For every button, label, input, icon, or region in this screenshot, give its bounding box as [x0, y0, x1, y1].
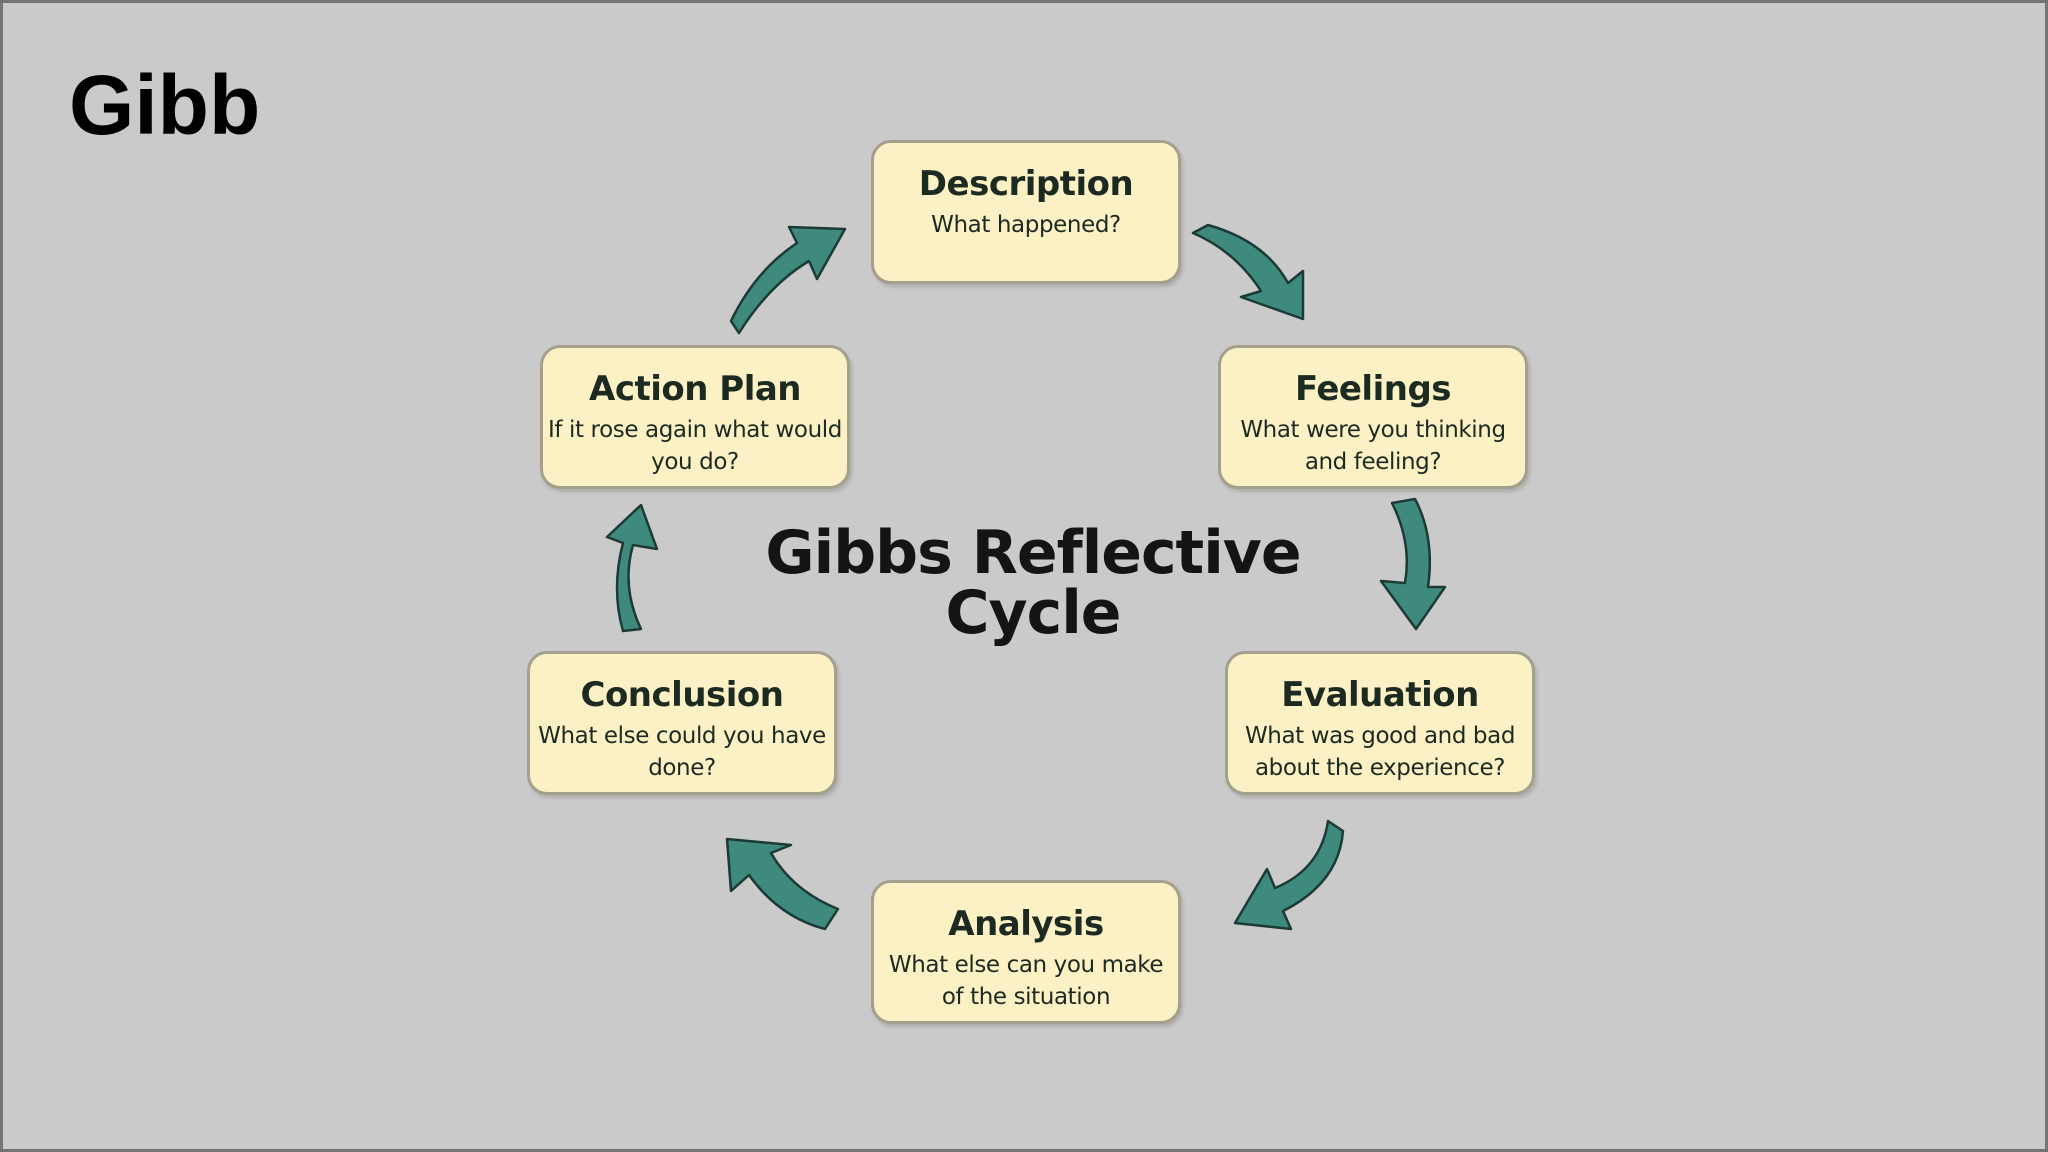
stage-evaluation-box: Evaluation What was good and bad about t…: [1225, 651, 1535, 795]
stage-analysis-box: Analysis What else can you make of the s…: [871, 880, 1181, 1024]
stage-analysis-question: What else can you make of the situation: [888, 952, 1164, 1010]
cycle-title: Gibbs Reflective Cycle: [765, 518, 1301, 648]
stage-conclusion-name: Conclusion: [580, 675, 784, 715]
stage-evaluation-question: What was good and bad about the experien…: [1244, 723, 1516, 781]
stage-feelings-question: What were you thinking and feeling?: [1240, 417, 1506, 475]
arrow-analysis-to-conclusion: [725, 837, 840, 931]
stage-action-plan-question: If it rose again what would you do?: [548, 417, 842, 475]
stage-description-name: Description: [918, 164, 1134, 204]
stage-feelings-name: Feelings: [1294, 369, 1452, 409]
stage-conclusion-box: Conclusion What else could you have done…: [527, 651, 837, 795]
stage-feelings-box: Feelings What were you thinking and feel…: [1218, 345, 1528, 489]
stage-description-box: Description What happened?: [871, 140, 1181, 284]
stage-conclusion-question: What else could you have done?: [538, 723, 826, 781]
gibbs-cycle-diagram: Gibbs Reflective Cycle Description What …: [3, 3, 2048, 1152]
stage-analysis-name: Analysis: [948, 904, 1104, 944]
arrow-conclusion-to-action-plan: [605, 503, 659, 633]
arrow-evaluation-to-analysis: [1233, 819, 1345, 931]
stage-description-question: What happened?: [931, 212, 1121, 238]
arrow-description-to-feelings: [1191, 223, 1305, 321]
arrow-action-plan-to-description: [729, 225, 847, 335]
slide-title: Gibb: [69, 58, 261, 152]
stage-action-plan-box: Action Plan If it rose again what would …: [540, 345, 850, 489]
arrow-feelings-to-evaluation: [1379, 497, 1447, 631]
stage-action-plan-name: Action Plan: [589, 369, 802, 409]
cycle-arrows: [605, 223, 1447, 931]
stage-evaluation-name: Evaluation: [1281, 675, 1479, 715]
